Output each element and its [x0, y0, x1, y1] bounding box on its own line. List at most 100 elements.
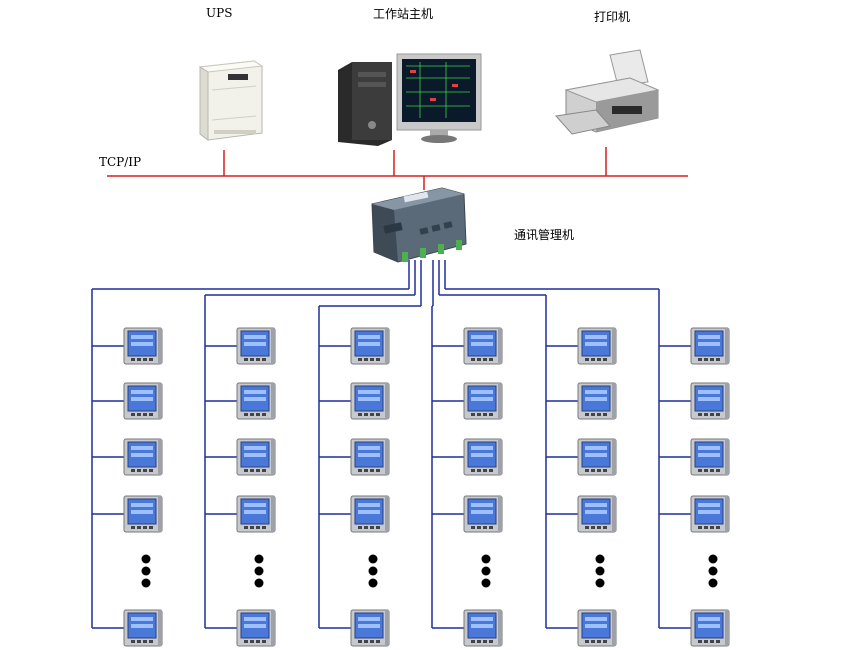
meter-key: [143, 640, 147, 643]
meter-icon-c4-r5: [463, 609, 503, 647]
meter-key: [716, 640, 720, 643]
meter-side: [498, 496, 502, 532]
meter-key: [591, 469, 595, 472]
meter-key: [256, 358, 260, 361]
meter-key: [698, 526, 702, 529]
gateway-icon: [371, 187, 467, 263]
meter-key: [591, 526, 595, 529]
meter-icon-c1-r2: [123, 382, 163, 420]
meter-key: [370, 526, 374, 529]
meter-key: [143, 469, 147, 472]
meter-key: [477, 413, 481, 416]
meter-digit-bar: [698, 397, 720, 401]
ellipsis-dot-c4-3: [481, 578, 491, 588]
ellipsis-dot-c5-3: [595, 578, 605, 588]
meter-key: [704, 469, 708, 472]
meter-key: [250, 526, 254, 529]
meter-icon-c1-r3: [123, 438, 163, 476]
meter-digit-bar: [698, 510, 720, 514]
meter-key: [364, 526, 368, 529]
ellipsis-dot-c5-2: [595, 566, 605, 576]
meter-side: [612, 439, 616, 475]
meter-digit-bar: [131, 503, 153, 507]
meter-key: [698, 358, 702, 361]
meter-key: [376, 413, 380, 416]
meter-key: [483, 413, 487, 416]
meter-digit-bar: [131, 342, 153, 346]
printer-label: 打印机: [594, 10, 631, 24]
meter-icon-c1-r4: [123, 495, 163, 533]
meter-digit-bar: [244, 510, 266, 514]
meter-key: [483, 358, 487, 361]
meter-key: [143, 358, 147, 361]
meter-key: [603, 526, 607, 529]
meter-side: [158, 610, 162, 646]
meter-digit-bar: [358, 510, 380, 514]
meter-digit-bar: [471, 397, 493, 401]
meter-key: [483, 640, 487, 643]
meter-digit-bar: [131, 397, 153, 401]
meter-icon-c6-r4: [690, 495, 730, 533]
meter-digit-bar: [698, 390, 720, 394]
meter-key: [477, 358, 481, 361]
meter-key: [131, 358, 135, 361]
meter-icon-c2-r4: [236, 495, 276, 533]
meter-key: [364, 413, 368, 416]
meter-icon-c3-r1: [350, 327, 390, 365]
meter-side: [158, 496, 162, 532]
meter-digit-bar: [585, 453, 607, 457]
meter-key: [698, 413, 702, 416]
meter-key: [250, 358, 254, 361]
comm-manager-label: 通讯管理机: [514, 228, 575, 242]
meter-key: [597, 358, 601, 361]
meter-key: [597, 413, 601, 416]
meter-key: [597, 526, 601, 529]
meter-key: [370, 469, 374, 472]
meter-digit-bar: [585, 390, 607, 394]
meter-key: [137, 469, 141, 472]
meter-side: [385, 328, 389, 364]
meter-digit-bar: [358, 342, 380, 346]
meter-key: [131, 526, 135, 529]
meter-key: [603, 358, 607, 361]
network-label: TCP/IP: [99, 155, 142, 169]
meter-key: [358, 526, 362, 529]
ellipsis-dot-c3-1: [368, 554, 378, 564]
meter-side: [271, 439, 275, 475]
meter-digit-bar: [471, 510, 493, 514]
meter-key: [585, 358, 589, 361]
meter-side: [385, 439, 389, 475]
meter-key: [471, 640, 475, 643]
ellipsis-dot-c6-2: [708, 566, 718, 576]
meter-key: [256, 413, 260, 416]
meter-key: [262, 526, 266, 529]
meter-side: [271, 328, 275, 364]
workstation-icon: [338, 53, 482, 146]
meter-key: [704, 413, 708, 416]
meter-key: [716, 526, 720, 529]
meter-icon-c5-r2: [577, 382, 617, 420]
ellipsis-dot-c3-3: [368, 578, 378, 588]
meter-side: [725, 328, 729, 364]
meter-key: [477, 469, 481, 472]
meter-key: [149, 640, 153, 643]
meter-key: [585, 640, 589, 643]
meter-key: [262, 413, 266, 416]
meter-icon-c3-r4: [350, 495, 390, 533]
meter-digit-bar: [698, 453, 720, 457]
meter-key: [244, 526, 248, 529]
meter-digit-bar: [244, 390, 266, 394]
meter-key: [591, 358, 595, 361]
meter-icon-c5-r1: [577, 327, 617, 365]
meter-icon-c2-r5: [236, 609, 276, 647]
meter-key: [376, 526, 380, 529]
meter-digit-bar: [358, 453, 380, 457]
meter-digit-bar: [358, 397, 380, 401]
meter-key: [489, 526, 493, 529]
meter-icon-c4-r4: [463, 495, 503, 533]
meter-side: [498, 383, 502, 419]
meter-icon-c4-r1: [463, 327, 503, 365]
meter-digit-bar: [471, 390, 493, 394]
ellipsis-dot-c6-1: [708, 554, 718, 564]
